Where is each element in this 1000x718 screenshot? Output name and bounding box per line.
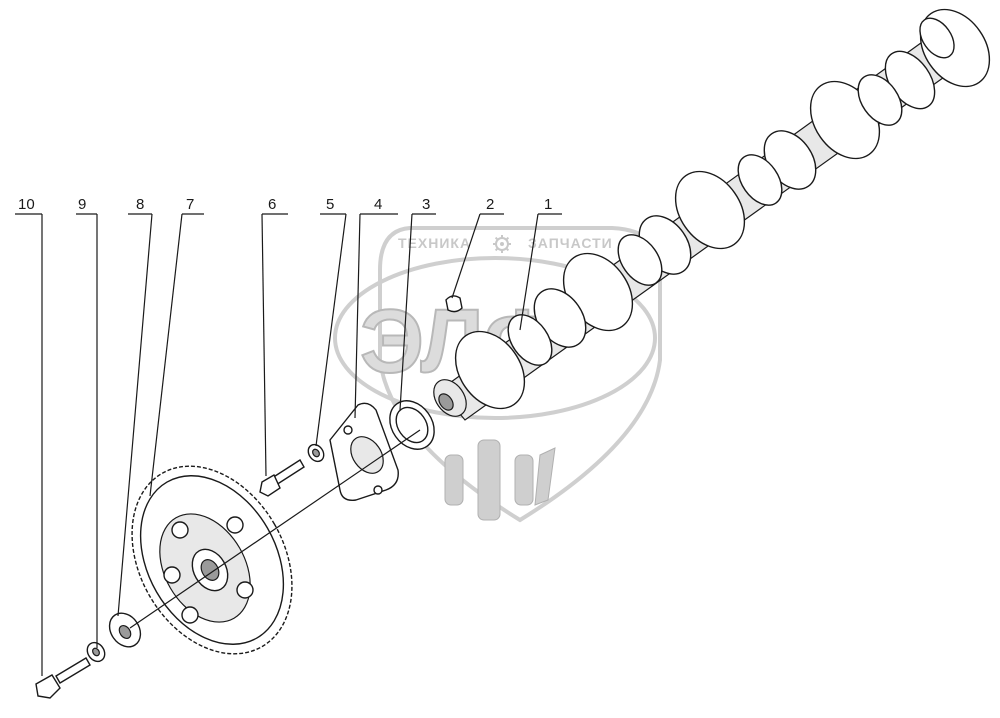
bolt-10 — [35, 657, 91, 699]
callout-3: 3 — [422, 196, 430, 213]
gear — [131, 465, 293, 655]
washer — [108, 612, 142, 648]
gear-icon — [493, 235, 511, 253]
watermark-text-right: ЗАПЧАСТИ — [528, 235, 613, 251]
callout-1: 1 — [544, 196, 552, 213]
callout-10: 10 — [18, 196, 35, 213]
spacer-ring — [389, 400, 435, 450]
camshaft — [433, 8, 991, 421]
lock-washer-9 — [86, 641, 106, 663]
callout-4: 4 — [374, 196, 382, 213]
callout-9: 9 — [78, 196, 86, 213]
thrust-flange — [329, 402, 399, 501]
assembly-axis — [129, 429, 421, 629]
watermark-wheat-icon — [444, 439, 556, 521]
callout-6: 6 — [268, 196, 276, 213]
callout-2: 2 — [486, 196, 494, 213]
key — [445, 295, 463, 313]
bolt-6 — [259, 459, 305, 497]
watermark-oval — [333, 256, 657, 420]
watermark-text-left: ТЕХНИКА — [398, 235, 471, 251]
lock-washer-5 — [307, 443, 325, 463]
callout-5: 5 — [326, 196, 334, 213]
callout-8: 8 — [136, 196, 144, 213]
callout-lines — [15, 213, 562, 676]
callout-numbers: 10 9 8 7 6 5 4 3 2 1 — [18, 196, 552, 213]
callout-7: 7 — [186, 196, 194, 213]
